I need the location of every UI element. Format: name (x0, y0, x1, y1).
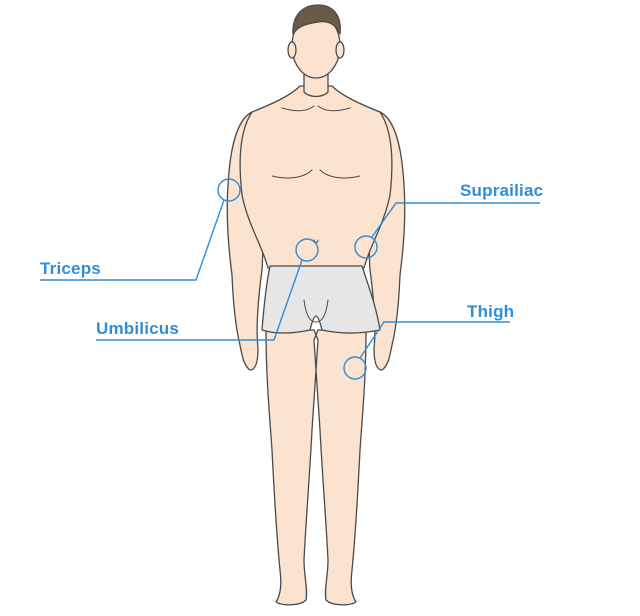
suprailiac-label: Suprailiac (460, 181, 543, 200)
triceps-leader-line (40, 199, 225, 281)
umbilicus-marker-circle (295, 238, 319, 262)
thigh-leader-line (359, 321, 510, 359)
right-ear (335, 41, 345, 59)
hair (292, 4, 341, 35)
torso (239, 85, 393, 269)
thigh-marker-circle (343, 356, 367, 380)
shorts-seam (303, 299, 329, 323)
thigh-label: Thigh (467, 302, 514, 321)
umbilicus-leader-line (96, 259, 303, 341)
suprailiac-leader-line (371, 202, 540, 238)
labels: Triceps Suprailiac Umbilicus Thigh (40, 181, 543, 338)
chest-line (271, 169, 361, 179)
legs (265, 329, 367, 606)
shorts (261, 265, 381, 334)
triceps-label: Triceps (40, 259, 101, 278)
suprailiac-marker-circle (354, 235, 378, 259)
navel (313, 239, 319, 243)
triceps-marker-circle (217, 178, 241, 202)
human-figure (226, 4, 406, 606)
callouts (40, 178, 540, 380)
umbilicus-label: Umbilicus (96, 319, 179, 338)
left-ear (287, 41, 297, 59)
clavicle-line (281, 105, 351, 112)
